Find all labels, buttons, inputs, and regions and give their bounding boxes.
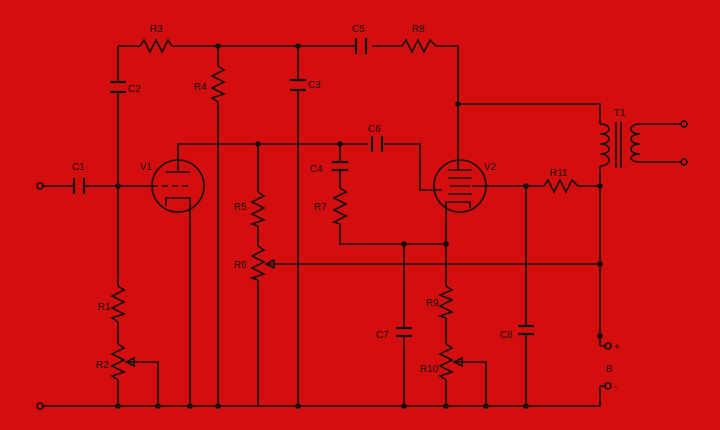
label-c2: C2 [128, 84, 141, 95]
label-minus: - [614, 382, 617, 393]
label-r3: R3 [150, 24, 163, 35]
capacitors [72, 38, 534, 338]
label-v2: V2 [484, 162, 497, 173]
input-terminal [36, 182, 44, 190]
label-c3: C3 [308, 80, 321, 91]
label-r11: R11 [550, 168, 568, 179]
resistor-r8 [401, 38, 437, 54]
capacitor-c5 [354, 38, 368, 54]
resistor-r10 [438, 343, 455, 381]
tube-v1 [151, 159, 205, 213]
wiper-arrow-r2 [124, 356, 135, 368]
resistor-r6 [249, 245, 267, 281]
label-r9: R9 [426, 298, 439, 309]
resistor-r11 [543, 178, 579, 194]
output-terminal-1 [680, 120, 688, 128]
label-c6: C6 [368, 124, 381, 135]
capacitor-c7 [396, 326, 412, 338]
label-r4: R4 [194, 82, 207, 93]
label-r5: R5 [234, 202, 247, 213]
label-c8: C8 [500, 330, 513, 341]
label-r7: R7 [314, 202, 327, 213]
label-r2: R2 [96, 360, 109, 371]
output-terminal-2 [680, 158, 688, 166]
label-t1: T1 [614, 108, 626, 119]
label-v1: V1 [140, 162, 153, 173]
resistor-r9 [437, 285, 455, 319]
capacitor-c8 [518, 324, 534, 336]
wiper-arrow-r6 [264, 258, 275, 270]
capacitor-c3 [290, 78, 306, 92]
capacitor-c1 [72, 178, 86, 194]
supply-plus-terminal [604, 342, 612, 350]
label-c5: C5 [352, 24, 365, 35]
ground-terminal [36, 402, 44, 410]
label-b: B [606, 364, 613, 375]
wiper-arrow-r10 [452, 356, 463, 368]
resistors [110, 38, 579, 381]
supply-minus-terminal [604, 382, 612, 390]
tube-v2 [433, 159, 487, 213]
resistor-r2 [110, 343, 127, 381]
wires [42, 45, 682, 407]
resistor-r5 [249, 191, 267, 227]
resistor-r3 [139, 38, 173, 54]
capacitor-c4 [332, 160, 348, 172]
resistor-r7 [331, 187, 348, 225]
resistor-r4 [210, 65, 227, 103]
label-r1: R1 [98, 302, 111, 313]
transformer-t1 [599, 122, 641, 168]
label-c4: C4 [310, 164, 323, 175]
capacitor-c2 [110, 80, 126, 94]
capacitor-c6 [370, 136, 384, 152]
junction-dots [115, 43, 603, 409]
label-r10: R10 [420, 364, 439, 375]
component-labels: R3 C5 R8 C2 R4 C3 C6 T1 C1 V1 C4 V2 R11 … [72, 24, 626, 393]
label-c1: C1 [72, 162, 85, 173]
terminals [36, 120, 688, 410]
label-c7: C7 [376, 330, 389, 341]
resistor-r1 [110, 285, 127, 323]
label-plus: + [614, 342, 620, 353]
label-r8: R8 [412, 24, 425, 35]
label-r6: R6 [234, 260, 247, 271]
